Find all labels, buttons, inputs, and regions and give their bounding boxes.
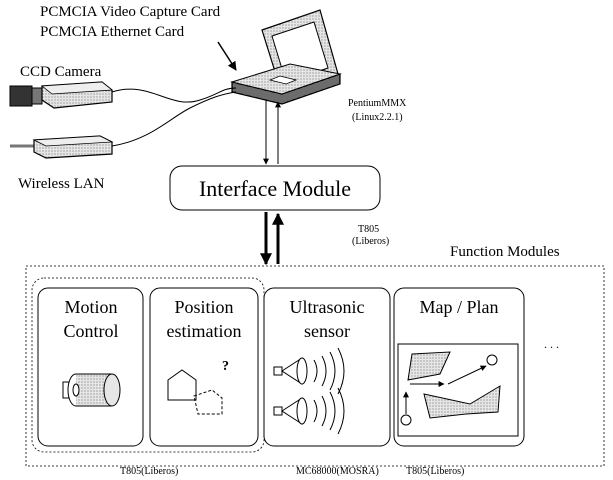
map-icon (397, 343, 519, 437)
interface-module-box (169, 165, 381, 211)
pcmcia-ethernet-label: PCMCIA Ethernet Card (40, 24, 185, 40)
position-estimation-title: Position (174, 297, 233, 317)
robot-pose-icon (167, 369, 223, 415)
more-modules-ellipsis: . . . (544, 337, 559, 351)
lan-cable (111, 91, 237, 147)
footer-middle-cpu: MC68000(MOSRA) (296, 466, 379, 477)
function-modules-label: Function Modules (450, 244, 560, 260)
map-plan-title: Map / Plan (420, 297, 499, 317)
ultrasonic-sensor-title: Ultrasonic (290, 297, 365, 317)
motion-control-module (37, 287, 144, 447)
function-modules-container (25, 265, 605, 467)
motion-control-title: Motion (64, 297, 117, 317)
interface-os-label: (Liberos) (352, 236, 389, 247)
pc-os-label: (Linux2.2.1) (352, 112, 403, 123)
laptop-icon (230, 9, 342, 105)
ccd-camera-icon (9, 81, 114, 109)
footer-left-cpu: T805(Liberos) (120, 466, 178, 477)
motion-control-subtitle: Control (63, 321, 118, 341)
footer-right-cpu: T805(Liberos) (406, 466, 464, 477)
ultrasonic-transducer-icon (273, 347, 345, 435)
camera-cable (111, 87, 237, 103)
wireless-lan-icon (10, 135, 114, 159)
position-estimation-subtitle: estimation (167, 321, 242, 341)
position-estimation-module (149, 287, 259, 447)
pcmcia-video-label: PCMCIA Video Capture Card (40, 4, 221, 20)
pc-cpu-label: PentiumMMX (348, 98, 407, 109)
uncertainty-mark: ? (222, 359, 229, 374)
interface-cpu-label: T805 (358, 224, 379, 235)
interface-module-label: Interface Module (199, 176, 351, 201)
pcmcia-pointer-arrow (217, 41, 237, 71)
ultrasonic-sensor-subtitle: sensor (304, 321, 350, 341)
ccd-camera-label: CCD Camera (20, 64, 102, 80)
wireless-lan-label: Wireless LAN (18, 176, 105, 192)
motor-icon (62, 373, 121, 407)
